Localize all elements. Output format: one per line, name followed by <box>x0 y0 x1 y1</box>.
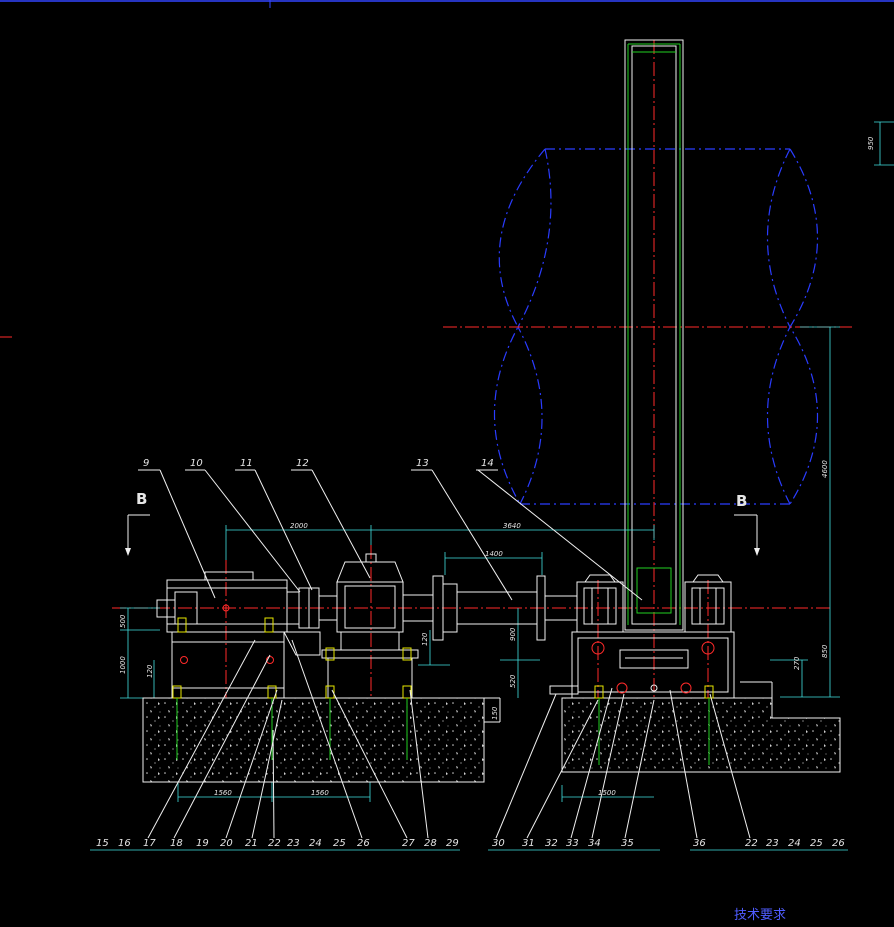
dim-950: 950 <box>867 136 875 150</box>
callout-20: 20 <box>220 838 233 849</box>
callout-16: 16 <box>118 838 131 849</box>
reducer-gearbox <box>321 553 419 699</box>
callout-22-right: 22 <box>745 838 758 849</box>
dim-4600: 4600 <box>821 460 829 478</box>
motor <box>156 571 288 633</box>
support-roller-right <box>684 574 732 655</box>
section-label-left: B <box>136 490 147 508</box>
motor-base <box>171 631 285 699</box>
callout-26-right: 26 <box>832 838 845 849</box>
dim-3640: 3640 <box>503 522 521 530</box>
dim-500: 500 <box>119 614 127 628</box>
callout-29: 29 <box>446 838 459 849</box>
callout-22: 22 <box>268 838 281 849</box>
callout-13: 13 <box>416 458 429 469</box>
callout-25-right: 25 <box>810 838 823 849</box>
foundation-left <box>142 697 501 783</box>
roller-base-frame <box>549 631 735 699</box>
callout-34: 34 <box>588 838 601 849</box>
callout-23: 23 <box>287 838 300 849</box>
dim-270: 270 <box>793 656 801 670</box>
dim-850: 850 <box>821 644 829 658</box>
callout-36: 36 <box>693 838 706 849</box>
vertical-shaft-column <box>624 39 684 631</box>
callout-23-right: 23 <box>766 838 779 849</box>
technical-requirements-title: 技术要求 <box>734 908 786 923</box>
dim-520: 520 <box>509 674 517 688</box>
section-mark-left: B <box>125 490 150 556</box>
callout-11: 11 <box>240 458 253 469</box>
centerlines <box>112 40 852 735</box>
callout-31: 31 <box>522 838 535 849</box>
callout-14: 14 <box>481 458 494 469</box>
dim-1000: 1000 <box>119 656 127 674</box>
dim-1560-right: 1560 <box>311 789 329 797</box>
callouts-bottom: 15 16 17 18 19 20 21 22 23 24 25 26 27 2… <box>90 639 848 851</box>
dim-1560-left: 1560 <box>214 789 232 797</box>
callout-35: 35 <box>621 838 634 849</box>
callout-33: 33 <box>566 838 579 849</box>
callout-24-right: 24 <box>788 838 801 849</box>
callout-19: 19 <box>196 838 209 849</box>
callout-28: 28 <box>424 838 437 849</box>
dim-150: 150 <box>491 706 499 720</box>
callout-9: 9 <box>143 458 149 469</box>
coupling <box>283 587 338 656</box>
support-roller-left <box>576 574 624 655</box>
dim-1400: 1400 <box>485 550 503 558</box>
callout-12: 12 <box>296 458 309 469</box>
dim-1500: 1500 <box>598 789 616 797</box>
section-mark-right: B <box>734 492 760 556</box>
intermediate-shaft <box>402 575 578 641</box>
callout-18: 18 <box>170 838 183 849</box>
dim-2000: 2000 <box>290 522 308 530</box>
callout-32: 32 <box>545 838 558 849</box>
dim-120-center: 120 <box>421 632 429 646</box>
anchor-bolts <box>172 617 714 765</box>
callout-30: 30 <box>492 838 505 849</box>
callout-15: 15 <box>96 838 109 849</box>
callout-27: 27 <box>402 838 415 849</box>
foundation-right <box>561 681 841 773</box>
dim-900: 900 <box>509 627 517 641</box>
callout-17: 17 <box>143 838 156 849</box>
callout-26: 26 <box>357 838 370 849</box>
callout-10: 10 <box>190 458 203 469</box>
section-label-right: B <box>736 492 747 510</box>
callouts-top: 9 10 11 12 13 14 <box>138 458 643 601</box>
callout-25: 25 <box>333 838 346 849</box>
dim-120-left: 120 <box>146 664 154 678</box>
callout-21: 21 <box>245 838 258 849</box>
callout-24: 24 <box>309 838 322 849</box>
